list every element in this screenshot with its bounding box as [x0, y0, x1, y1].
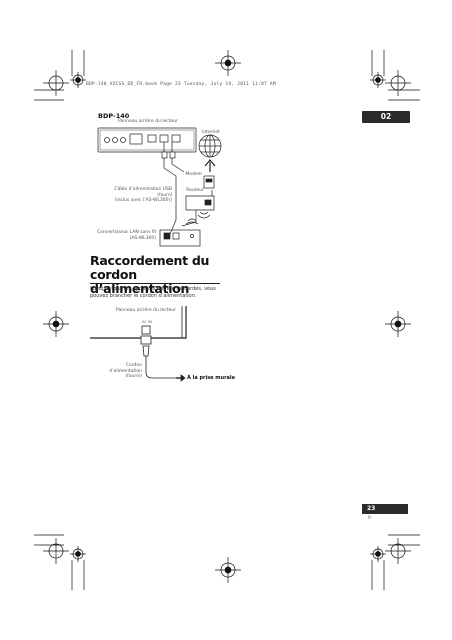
usb-cable-label-line2: (inclus avec l’AS-WL300)): [114, 198, 172, 203]
registration-target-top-left: [43, 70, 69, 96]
registration-target-top-right: [385, 70, 411, 96]
registration-target-right-middle: [385, 311, 411, 337]
section-body: Lorsque tous les appareils ont été racco…: [90, 286, 216, 299]
modem-label: Modem: [185, 172, 202, 177]
power-cord: [145, 356, 176, 379]
registration-target-bottom-left: [43, 538, 69, 564]
registration-target-bottom-center: [215, 557, 241, 583]
registration-target-left-middle: [43, 311, 69, 337]
wireless-lan-converter: [159, 229, 201, 247]
usb-cable-label-line1: Câble d’alimentation USB (fourni: [114, 187, 172, 198]
section-title: Raccordement du cordon d’alimentation: [90, 254, 220, 296]
model-label: BDP-140: [98, 112, 130, 120]
power-diagram: [90, 306, 187, 382]
registration-target-top-center: [215, 50, 241, 76]
usb-cable-label: Câble d’alimentation USB (fourni (inclus…: [100, 187, 172, 204]
player-rear-panel-outline: [90, 306, 187, 339]
router-label: Routeur: [186, 188, 204, 193]
internet-label: Internet: [202, 130, 220, 135]
section-title-line1: Raccordement du: [90, 253, 210, 268]
power-cord-label-line2: (fourni): [125, 374, 142, 379]
book-header-line: BDP-140_VXCSS_DD_FR.book Page 23 Tuesday…: [86, 82, 276, 87]
registration-target-bottom-right: [385, 538, 411, 564]
page-language: Fr: [368, 515, 372, 520]
power-rear-panel-label: Panneau arrière du lecteur: [116, 308, 176, 313]
power-cord-label-line1: Cordon d’alimentation: [109, 363, 142, 374]
wall-outlet-label: À la prise murale: [187, 375, 236, 381]
ac-in-label: AC IN: [142, 320, 152, 324]
rear-panel-label: Panneau arrière du lecteur: [118, 119, 178, 124]
crop-marks: [34, 50, 420, 590]
player-rear-panel: [97, 127, 197, 153]
section-title-line2: cordon d’alimentation: [90, 267, 190, 296]
page-number: 23: [362, 504, 408, 514]
section-rule: [90, 283, 220, 284]
chapter-tab: 02: [362, 111, 410, 123]
power-cord-label: Cordon d’alimentation (fourni): [92, 363, 142, 380]
converter-label-line2: (AS-WL300): [129, 235, 156, 241]
converter-label-line1: Convertisseur LAN sans fil: [97, 230, 156, 235]
router-icon: [185, 195, 215, 211]
network-diagram: [97, 127, 222, 247]
converter-label: Convertisseur LAN sans fil (AS-WL300): [90, 230, 156, 241]
